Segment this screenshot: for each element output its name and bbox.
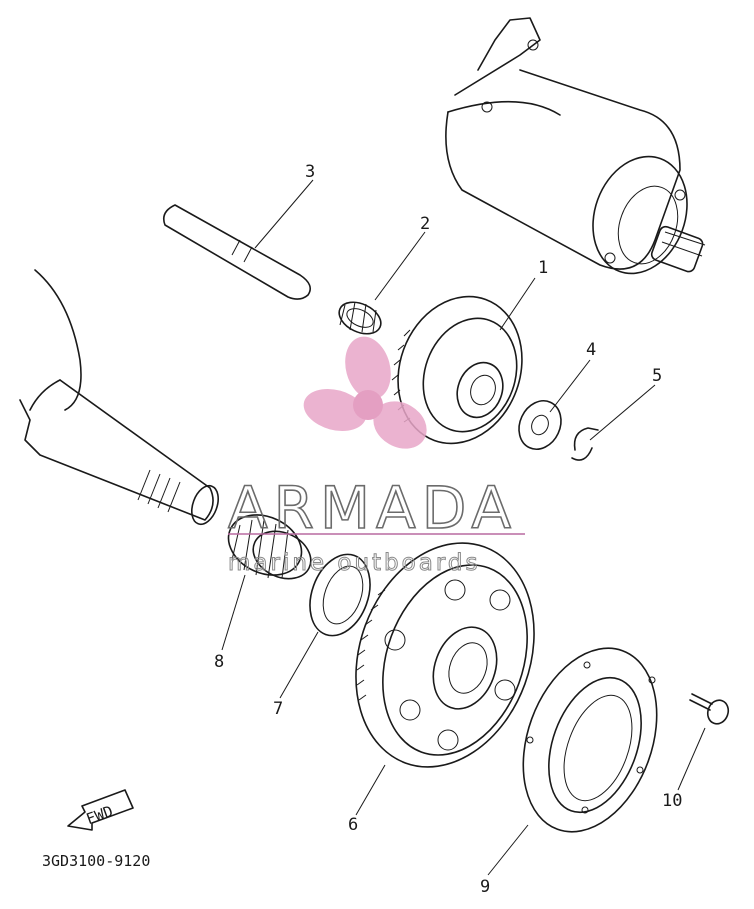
washer-small	[518, 400, 562, 450]
callout-2: 2	[420, 214, 430, 234]
callout-9: 9	[480, 877, 490, 897]
crankshaft-end	[19, 269, 219, 526]
starter-motor	[445, 17, 706, 275]
drawing-code: 3GD3100-9120	[42, 852, 150, 870]
washer-large	[309, 553, 371, 637]
watermark-tagline: marine outboards	[228, 550, 480, 576]
watermark-brand: ARMADA	[228, 474, 517, 542]
large-needle-bearing	[227, 514, 312, 580]
small-needle-bearing	[338, 301, 382, 335]
bolt	[689, 693, 730, 725]
fwd-label: FWD	[84, 802, 116, 828]
callout-6: 6	[348, 815, 358, 835]
shaft	[162, 204, 311, 300]
leader-lines	[221, 179, 706, 876]
callout-7: 7	[273, 699, 283, 719]
starter-wheel-gear	[355, 542, 535, 768]
watermark-logo	[303, 336, 427, 449]
callout-10: 10	[662, 791, 682, 811]
circlip	[571, 427, 599, 461]
callout-4: 4	[586, 340, 596, 360]
forward-direction-arrow: FWD	[67, 789, 134, 831]
callout-5: 5	[652, 366, 662, 386]
idler-gear	[391, 295, 523, 445]
starter-clutch	[522, 647, 658, 833]
callout-1: 1	[538, 258, 548, 278]
callout-8: 8	[214, 652, 224, 672]
callout-3: 3	[305, 162, 315, 182]
